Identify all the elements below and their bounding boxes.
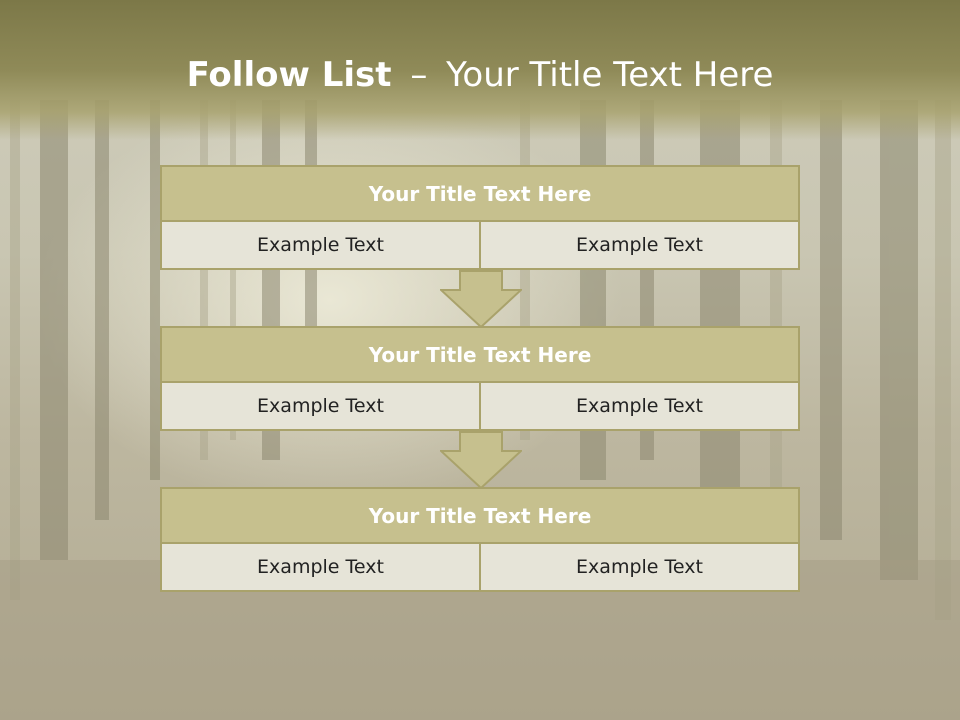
step-block-1: Your Title Text Here Example Text Exampl… [160,165,800,270]
step-block-3: Your Title Text Here Example Text Exampl… [160,487,800,592]
slide-title: Follow List – Your Title Text Here [0,52,960,98]
slide-title-separator: – [410,55,428,95]
header-band [0,0,960,140]
slide-title-bold: Follow List [186,55,392,95]
step-block-2: Your Title Text Here Example Text Exampl… [160,326,800,431]
step-title: Your Title Text Here [160,165,800,222]
down-arrow-icon [440,270,522,328]
step-cell-right: Example Text [479,220,800,270]
step-cell-left: Example Text [160,381,481,431]
slide-title-rest: Your Title Text Here [446,55,774,95]
down-arrow-icon [440,431,522,489]
step-cell-right: Example Text [479,542,800,592]
step-cell-left: Example Text [160,220,481,270]
step-title: Your Title Text Here [160,487,800,544]
step-title: Your Title Text Here [160,326,800,383]
step-cell-right: Example Text [479,381,800,431]
step-cell-left: Example Text [160,542,481,592]
